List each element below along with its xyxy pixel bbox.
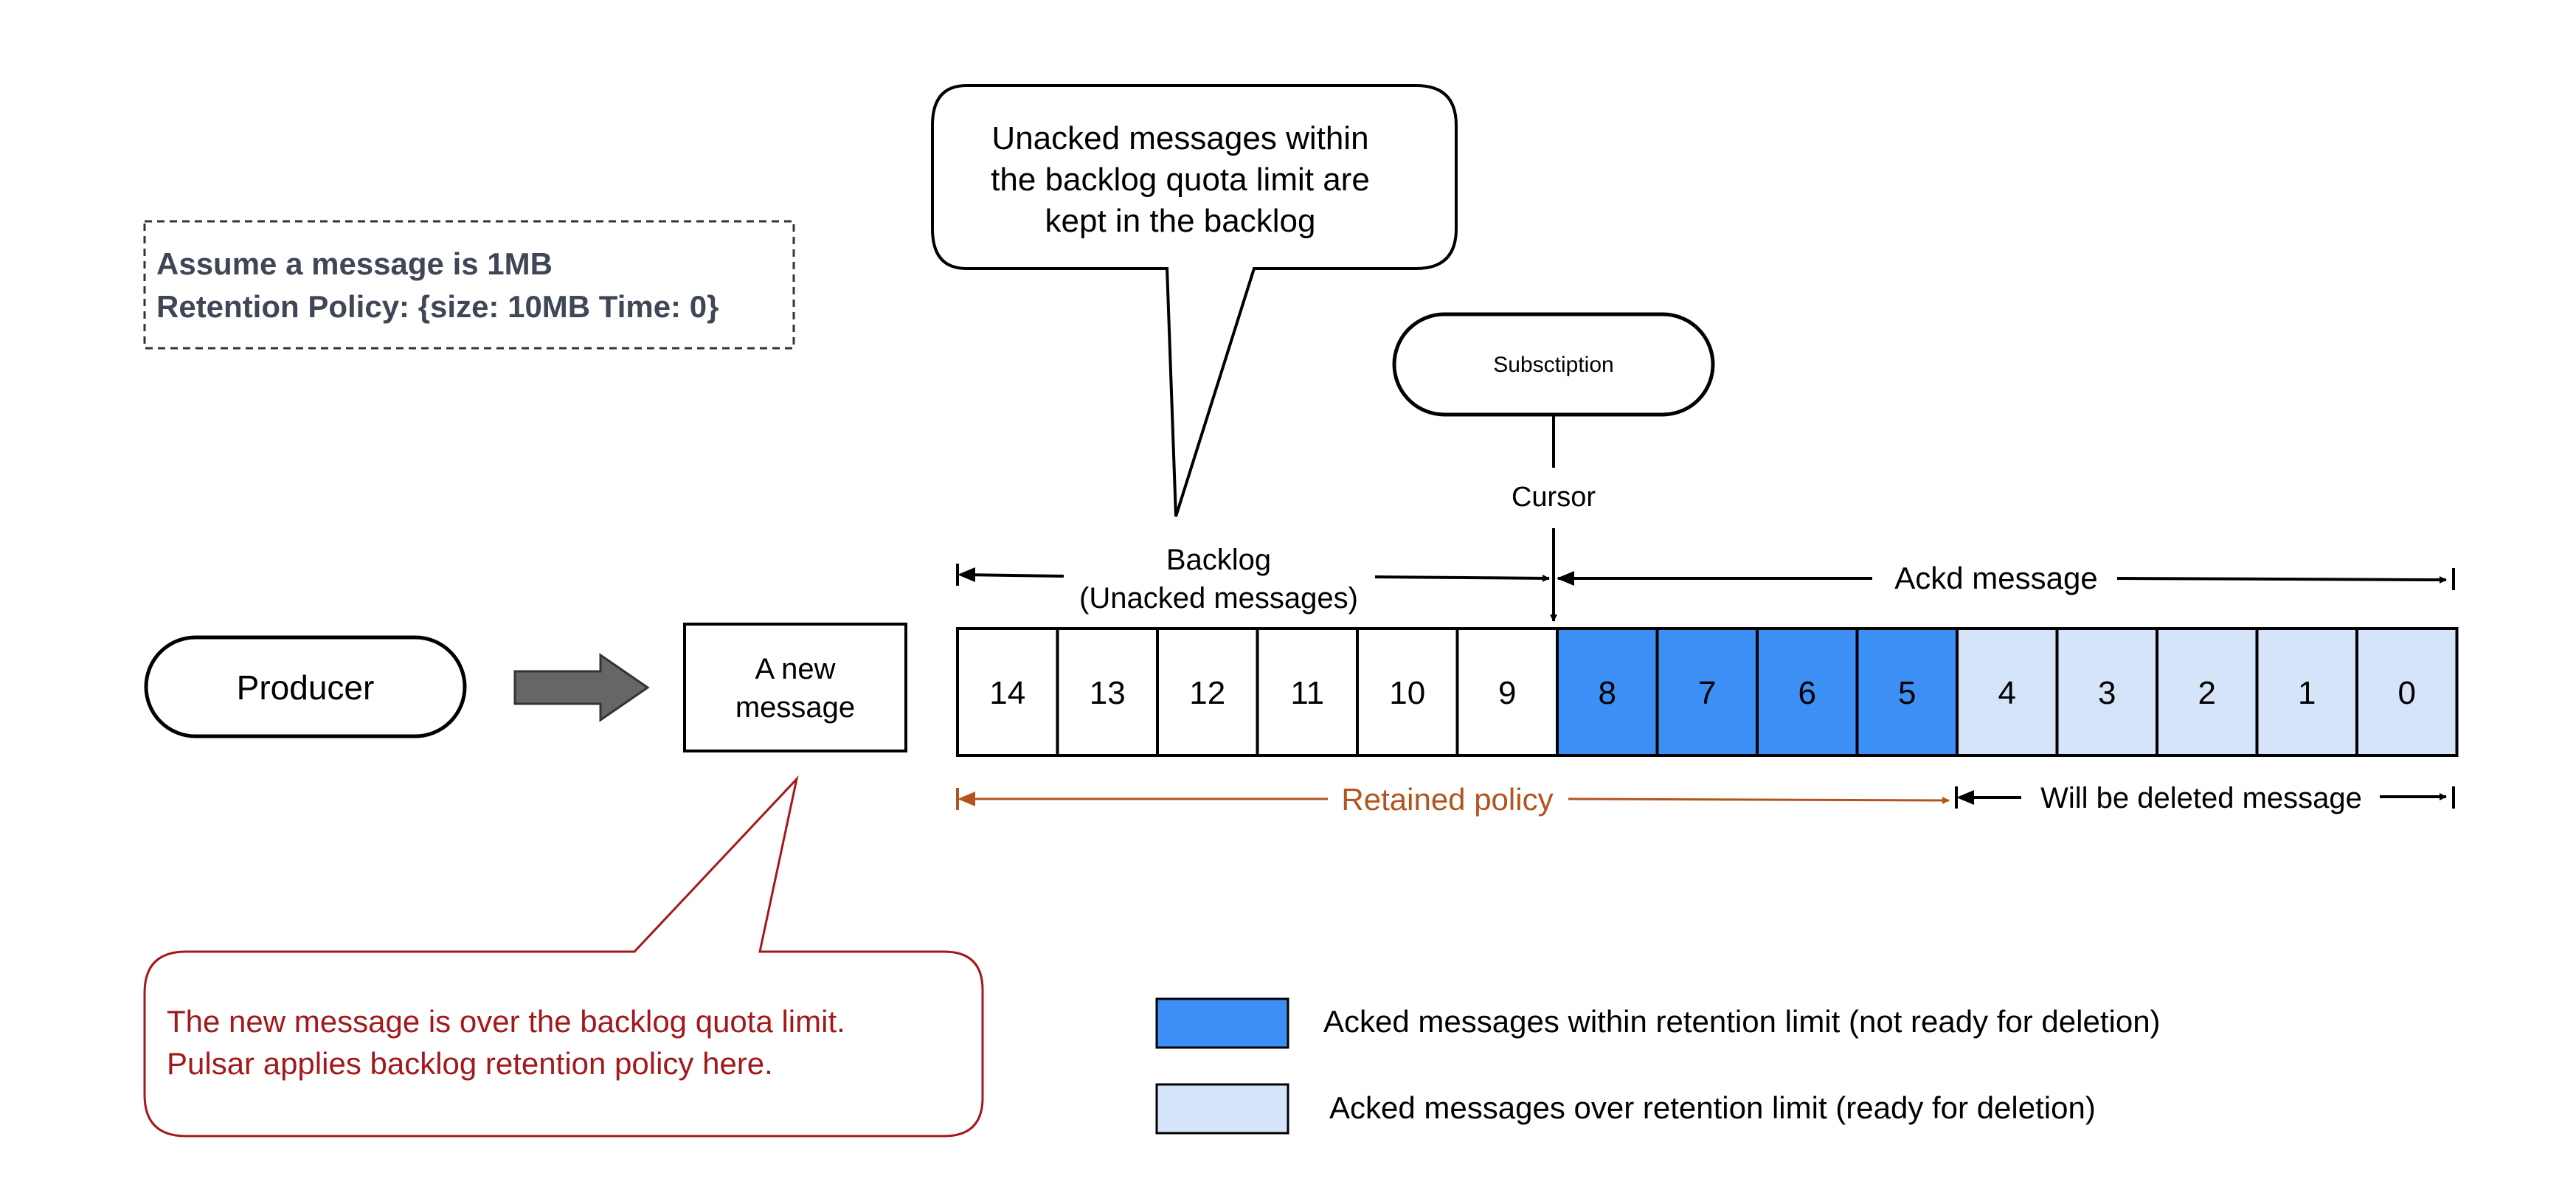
new-message-line-2: message	[735, 691, 855, 724]
backlog-callout-line-1: Unacked messages within	[991, 120, 1368, 156]
message-cell-3: 3	[2055, 627, 2158, 757]
publish-arrow-icon	[513, 653, 650, 722]
quota-callout: The new message is over the backlog quot…	[143, 775, 984, 1138]
message-cell-box	[1756, 627, 1859, 757]
message-id-label: 5	[1898, 675, 1916, 711]
backlog-callout-line-3: kept in the backlog	[1045, 203, 1316, 239]
producer-label: Producer	[237, 668, 375, 707]
message-cell-0: 0	[2355, 627, 2459, 757]
message-cell-box	[1056, 627, 1159, 757]
note-line-2: Retention Policy: {size: 10MB Time: 0}	[156, 289, 719, 324]
message-cell-4: 4	[1956, 627, 2059, 757]
message-id-label: 12	[1189, 675, 1225, 711]
message-id-label: 0	[2398, 675, 2416, 711]
subscription-node: Subsctiption	[1392, 312, 1715, 417]
message-cell-box	[1256, 627, 1359, 757]
message-cell-box	[1556, 627, 1659, 757]
message-id-label: 11	[1290, 675, 1324, 711]
legend-swatch-deletable	[1155, 1083, 1289, 1135]
message-cell-13: 13	[1056, 627, 1159, 757]
note-line-1: Assume a message is 1MB	[156, 246, 553, 281]
message-cell-9: 9	[1455, 627, 1559, 757]
legend-swatch-retained	[1155, 997, 1289, 1049]
message-cell-12: 12	[1156, 627, 1259, 757]
deleted-range-label: Will be deleted message	[2040, 782, 2362, 814]
message-cell-box	[2255, 627, 2358, 757]
message-id-label: 9	[1498, 675, 1516, 711]
message-cell-14: 14	[956, 627, 1059, 757]
message-id-label: 2	[2198, 675, 2216, 711]
message-cell-box	[1455, 627, 1559, 757]
producer-node: Producer	[144, 635, 467, 738]
message-cell-box	[2355, 627, 2459, 757]
deleted-range: Will be deleted message	[1955, 782, 2455, 814]
message-id-label: 4	[1998, 675, 2016, 711]
legend-label-deletable: Acked messages over retention limit (rea…	[1329, 1090, 2096, 1125]
legend-label-retained: Acked messages within retention limit (n…	[1323, 1004, 2161, 1039]
message-cell-5: 5	[1855, 627, 1959, 757]
message-id-label: 13	[1090, 675, 1126, 711]
message-cell-6: 6	[1756, 627, 1859, 757]
cursor-label: Cursor	[1512, 482, 1596, 513]
backlog-callout-line-2: the backlog quota limit are	[991, 162, 1370, 198]
backlog-callout: Unacked messages within the backlog quot…	[931, 84, 1458, 517]
legend: Acked messages within retention limit (n…	[1155, 997, 2161, 1135]
message-cell-1: 1	[2255, 627, 2358, 757]
message-cell-11: 11	[1256, 627, 1359, 757]
quota-callout-line-2: Pulsar applies backlog retention policy …	[167, 1046, 773, 1081]
retained-range: Retained policy	[956, 782, 1950, 817]
message-cell-box	[2055, 627, 2158, 757]
backlog-range-line-1: Backlog	[1166, 544, 1271, 576]
subscription-label: Subsctiption	[1493, 353, 1613, 377]
new-message-line-1: A new	[755, 653, 836, 685]
message-id-label: 3	[2098, 675, 2116, 711]
message-cell-box	[1956, 627, 2059, 757]
message-cell-box	[956, 627, 1059, 757]
backlog-range-line-2: (Unacked messages)	[1079, 582, 1358, 615]
message-id-label: 14	[989, 675, 1025, 711]
message-id-label: 6	[1798, 675, 1816, 711]
message-id-label: 1	[2298, 675, 2316, 711]
new-message-box: A new message	[683, 623, 907, 752]
ackd-range-label: Ackd message	[1894, 561, 2097, 595]
message-cell-box	[1356, 627, 1459, 757]
message-cell-box	[2156, 627, 2259, 757]
message-id-label: 7	[1698, 675, 1716, 711]
message-id-label: 8	[1599, 675, 1616, 711]
retained-range-label: Retained policy	[1341, 782, 1553, 817]
backlog-range: Backlog (Unacked messages)	[956, 544, 1550, 615]
message-cell-2: 2	[2156, 627, 2259, 757]
message-id-label: 10	[1389, 675, 1425, 711]
message-cell-10: 10	[1356, 627, 1459, 757]
message-cell-8: 8	[1556, 627, 1659, 757]
quota-callout-line-1: The new message is over the backlog quot…	[167, 1004, 845, 1039]
message-cell-7: 7	[1655, 627, 1759, 757]
assumption-note: Assume a message is 1MB Retention Policy…	[143, 220, 795, 350]
ackd-range: Ackd message	[1557, 561, 2455, 595]
